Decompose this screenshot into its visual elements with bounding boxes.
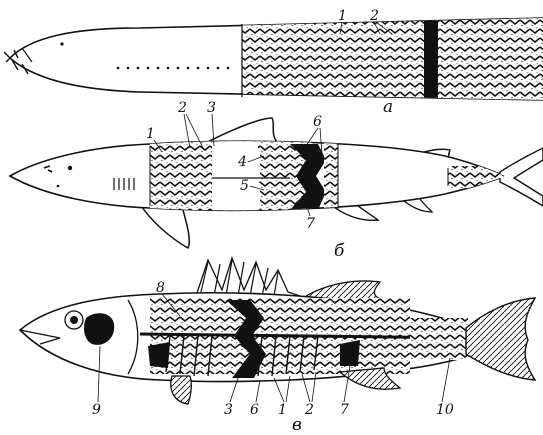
label-c-9: 9 — [92, 402, 101, 418]
label-c-1: 1 — [278, 402, 287, 418]
label-a-1: 1 — [338, 8, 347, 24]
panel-b-animal: 1 2 3 4 5 6 7 б — [10, 100, 543, 261]
label-b-7: 7 — [306, 216, 315, 232]
label-c-10: 10 — [436, 402, 454, 418]
gill-pores — [117, 67, 230, 70]
label-c-8: 8 — [156, 280, 165, 296]
panel-c-animal: 8 9 3 6 1 2 7 10 в — [20, 258, 535, 430]
label-c-2: 2 — [304, 402, 314, 418]
label-b-6: 6 — [313, 114, 322, 130]
label-c-7: 7 — [340, 402, 349, 418]
panel-b-myomeres — [150, 140, 504, 215]
label-c-6: 6 — [250, 402, 259, 418]
panel-c-letter: в — [292, 415, 302, 430]
label-b-2: 2 — [177, 100, 187, 116]
label-c-3: 3 — [224, 402, 233, 418]
label-b-4: 4 — [237, 154, 247, 170]
panel-a-letter: а — [383, 97, 393, 117]
label-a-2: 2 — [369, 8, 379, 24]
label-b-5: 5 — [240, 178, 249, 194]
panel-a-animal: 1 2 а — [4, 8, 543, 117]
label-b-1: 1 — [146, 126, 155, 142]
label-b-3: 3 — [207, 100, 216, 116]
panel-b-letter: б — [334, 241, 345, 261]
